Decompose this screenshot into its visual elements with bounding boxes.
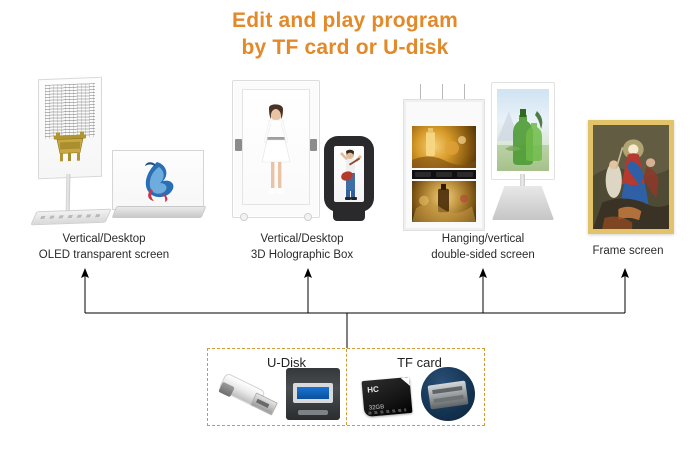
small-holo-body — [324, 136, 374, 212]
holo-chamber — [242, 89, 310, 205]
udisk-connector — [250, 392, 278, 416]
usb-port-lip — [298, 410, 328, 415]
arrowhead-1 — [81, 268, 89, 278]
storage-media-box: U-Disk TF card HC 32GB — [207, 348, 485, 426]
kiosk-screen — [38, 76, 102, 180]
caption-line-2: 3D Holographic Box — [250, 248, 354, 261]
arrowhead-2 — [304, 268, 312, 278]
product-group-frame-screen — [588, 120, 674, 234]
speaker-right-icon — [310, 139, 317, 151]
product-group-oled-transparent — [16, 76, 207, 228]
caster-right — [304, 213, 312, 221]
product-group-holographic-box — [228, 80, 376, 228]
desktop-base — [111, 206, 207, 218]
title-line-2: by TF card or U-disk — [241, 35, 449, 59]
tfcard-label: TF card — [397, 355, 442, 370]
caption-line-1: Frame screen — [592, 245, 664, 257]
usb-slot — [293, 383, 333, 403]
connector-diagram — [81, 268, 629, 348]
desktop-oled-transparent-screen — [111, 150, 207, 224]
standing-screen — [497, 89, 549, 171]
bronze-ding-vessel-icon — [54, 131, 86, 162]
ad-panel-top — [412, 126, 476, 168]
usb-flash-drive-icon — [218, 372, 284, 419]
woman-in-white-dress-icon — [261, 104, 291, 194]
media-cell-tfcard: TF card HC 32GB — [347, 349, 486, 427]
caption-frame-screen: Frame screen — [568, 244, 688, 260]
caster-left — [240, 213, 248, 221]
ad-panel-bottom — [412, 181, 476, 222]
small-holo-base — [333, 211, 365, 221]
vertical-oled-transparent-kiosk — [30, 76, 112, 226]
media-box-divider — [346, 349, 347, 425]
arrowhead-3 — [479, 268, 487, 278]
caption-line-2: double-sided screen — [431, 248, 535, 261]
speaker-left-icon — [235, 139, 242, 151]
guitarist-icon — [340, 149, 362, 200]
page-title: Edit and play program by TF card or U-di… — [0, 8, 690, 62]
desktop-screen — [112, 150, 204, 210]
caption-hanging-double-sided: Hanging/vertical double-sided screen — [398, 232, 568, 263]
microsd-slot-housing — [427, 380, 469, 410]
divider-chip — [414, 172, 431, 177]
divider-chip — [457, 172, 474, 177]
religious-painting-icon — [593, 125, 669, 229]
microsd-slot-icon — [421, 367, 475, 421]
small-holo-screen — [334, 146, 364, 202]
microsd-notch — [400, 377, 410, 387]
title-line-1: Edit and play program — [232, 9, 458, 32]
arrowhead-4 — [621, 268, 629, 278]
green-beverage-bottles-icon — [497, 109, 549, 171]
suspension-wire-left — [420, 84, 421, 102]
standing-frame — [491, 82, 555, 180]
caption-holographic-box: Vertical/Desktop 3D Holographic Box — [214, 232, 390, 263]
microsd-card-icon: HC 32GB — [361, 376, 413, 418]
udisk-label: U-Disk — [267, 355, 306, 370]
connector-arrowheads — [81, 268, 629, 278]
caption-line-2: OLED transparent screen — [38, 248, 170, 261]
standing-base — [492, 186, 554, 220]
gold-framed-art-display — [588, 120, 674, 234]
standing-neck — [520, 174, 525, 190]
caption-line-1: Hanging/vertical — [441, 233, 525, 245]
divider-chip — [435, 172, 452, 177]
caption-line-1: Vertical/Desktop — [260, 233, 344, 245]
vertical-floor-standing-screen — [486, 82, 560, 224]
large-3d-holographic-box — [232, 80, 320, 221]
media-cell-udisk: U-Disk — [208, 349, 347, 427]
perfume-bottle-icon — [412, 183, 476, 222]
desktop-3d-holographic-display — [324, 136, 374, 226]
suspension-wire-center — [442, 84, 443, 102]
usb-port-icon — [286, 368, 340, 420]
caption-line-1: Vertical/Desktop — [62, 233, 146, 245]
blue-koi-fish-icon — [145, 162, 174, 202]
cosmetic-bottle-icon — [412, 128, 476, 168]
caption-oled-transparent: Vertical/Desktop OLED transparent screen — [6, 232, 202, 263]
classical-painting-artwork — [593, 125, 669, 229]
suspension-wire-right — [464, 84, 465, 102]
kiosk-base — [30, 208, 112, 226]
microsd-logo: HC — [366, 384, 380, 395]
usb3-blue-insert — [297, 387, 329, 399]
hanging-frame — [404, 100, 484, 230]
product-group-hanging-double-sided — [404, 82, 560, 230]
ad-panel-divider — [412, 170, 476, 179]
hanging-double-sided-screen — [404, 84, 484, 230]
